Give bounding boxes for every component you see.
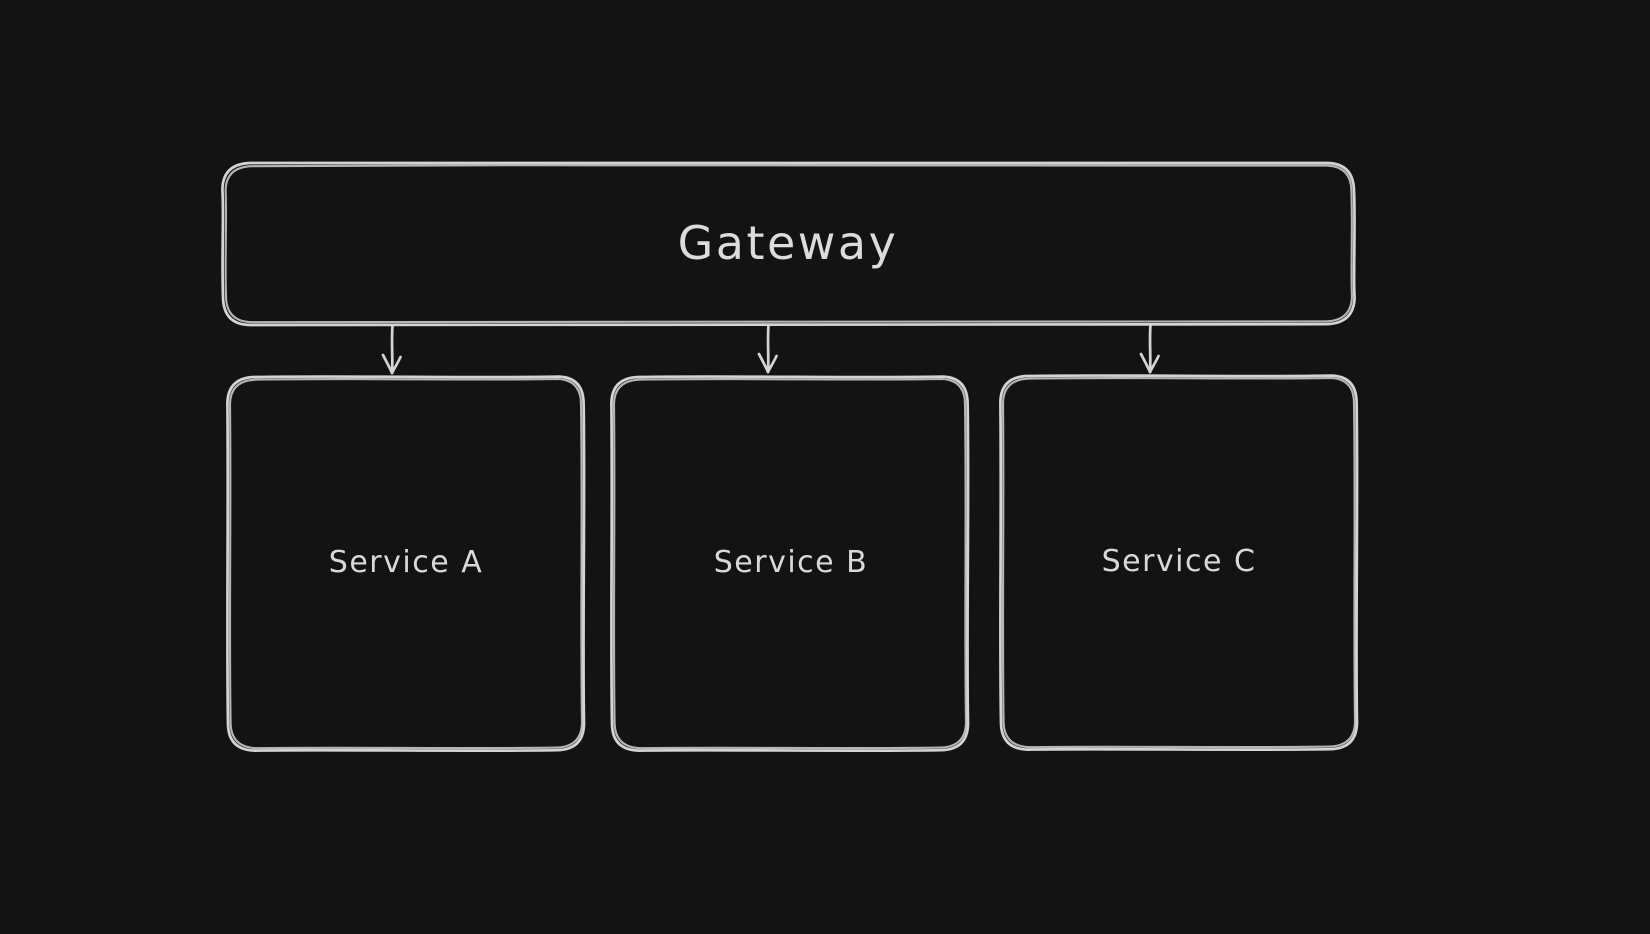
node-service-c: Service C: [999, 374, 1359, 752]
service-a-label: Service A: [329, 545, 483, 580]
service-b-label: Service B: [714, 545, 869, 580]
node-gateway: Gateway: [221, 160, 1356, 327]
service-c-label: Service C: [1102, 544, 1257, 579]
gateway-label: Gateway: [678, 216, 899, 270]
gateway-box-outline-second-pass: [224, 164, 1354, 324]
node-service-b: Service B: [610, 375, 970, 753]
edge-gateway-to-service-c: [1139, 323, 1160, 374]
gateway-box-outline: [221, 160, 1356, 327]
node-service-a: Service A: [226, 375, 586, 753]
edge-gateway-to-service-a: [381, 324, 402, 375]
edge-gateway-to-service-b: [757, 323, 778, 374]
